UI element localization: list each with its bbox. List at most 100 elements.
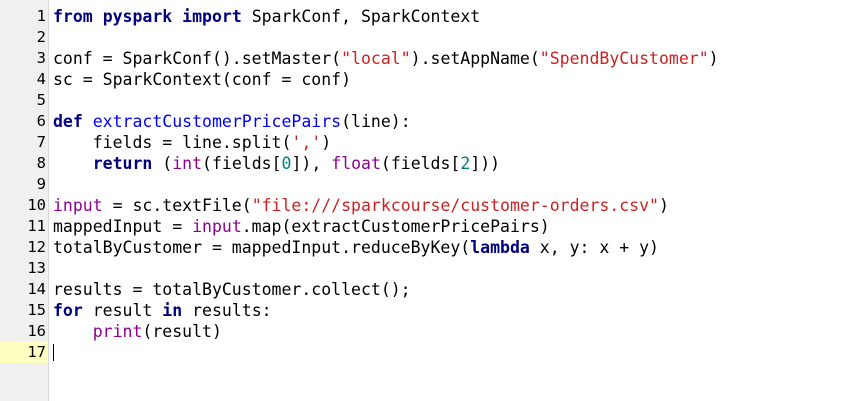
code-text[interactable]: fields = line.split(',')	[53, 132, 331, 153]
code-token	[83, 112, 93, 131]
code-token: result	[82, 301, 163, 320]
text-cursor	[53, 344, 54, 361]
code-token: x, y: x + y)	[529, 238, 659, 257]
code-text[interactable]: totalByCustomer = mappedInput.reduceByKe…	[53, 237, 659, 258]
code-token	[53, 322, 93, 341]
code-token: (	[152, 154, 173, 173]
code-text[interactable]: for result in results:	[53, 300, 272, 321]
code-line[interactable]: 13	[0, 258, 845, 279]
code-token: def	[53, 112, 83, 131]
code-line[interactable]: 4 sc = SparkContext(conf = conf)	[0, 69, 845, 90]
code-token: "file:///sparkcourse/customer-orders.csv…	[251, 196, 659, 215]
code-token: )	[658, 196, 669, 215]
code-line[interactable]: 10 input = sc.textFile("file:///sparkcour…	[0, 195, 845, 216]
code-token: ','	[291, 133, 322, 152]
code-token: from	[53, 7, 93, 26]
line-number: 14	[27, 280, 46, 298]
code-line[interactable]: 8 return (int(fields[0]), float(fields[2…	[0, 153, 845, 174]
code-token: for	[53, 301, 83, 320]
code-line[interactable]: 7 fields = line.split(',')	[0, 132, 845, 153]
code-text[interactable]: mappedInput = input.map(extractCustomerP…	[53, 216, 550, 237]
code-token: ]),	[291, 154, 332, 173]
line-number: 5	[36, 91, 46, 109]
code-line[interactable]: 17	[0, 342, 845, 363]
code-token: ).setAppName(	[410, 49, 540, 68]
code-token: results = totalByCustomer.collect();	[53, 280, 411, 299]
line-number: 15	[27, 301, 46, 319]
line-number: 2	[36, 28, 46, 46]
code-token: )	[321, 133, 332, 152]
line-number: 12	[27, 238, 46, 256]
code-token: print	[92, 322, 143, 341]
code-text[interactable]: sc = SparkContext(conf = conf)	[53, 69, 351, 90]
line-number: 11	[27, 217, 46, 235]
code-text[interactable]: def extractCustomerPricePairs(line):	[53, 111, 411, 132]
code-token	[172, 7, 182, 26]
code-lines[interactable]: 1 from pyspark import SparkConf, SparkCon…	[0, 6, 845, 363]
code-token: sc = SparkContext(conf = conf)	[53, 70, 352, 89]
code-line[interactable]: 1 from pyspark import SparkConf, SparkCon…	[0, 6, 845, 27]
code-line[interactable]: 6 def extractCustomerPricePairs(line):	[0, 111, 845, 132]
code-token: input	[53, 196, 103, 215]
code-line[interactable]: 9	[0, 174, 845, 195]
code-token: .map(extractCustomerPricePairs)	[241, 217, 550, 236]
line-number: 6	[36, 112, 46, 130]
line-number: 4	[36, 70, 46, 88]
code-token: int	[172, 154, 203, 173]
code-token: (fields[	[380, 154, 461, 173]
code-token	[93, 7, 103, 26]
code-token: totalByCustomer = mappedInput.reduceByKe…	[53, 238, 471, 257]
line-number: 13	[27, 259, 46, 277]
code-text[interactable]	[53, 342, 54, 363]
code-token: "local"	[341, 49, 411, 68]
line-number: 16	[27, 322, 46, 340]
code-text[interactable]: input = sc.textFile("file:///sparkcourse…	[53, 195, 669, 216]
code-line[interactable]: 11 mappedInput = input.map(extractCustome…	[0, 216, 845, 237]
code-token: (line):	[341, 112, 411, 131]
code-token: results:	[182, 301, 272, 320]
current-line-highlight	[0, 342, 48, 363]
line-number: 3	[36, 49, 46, 67]
code-text[interactable]: print(result)	[53, 321, 222, 342]
line-number-gutter	[0, 0, 49, 401]
code-token: extractCustomerPricePairs	[92, 112, 342, 131]
line-number: 10	[27, 196, 46, 214]
code-line[interactable]: 3 conf = SparkConf().setMaster("local").s…	[0, 48, 845, 69]
code-line[interactable]: 14 results = totalByCustomer.collect();	[0, 279, 845, 300]
code-token: in	[162, 301, 183, 320]
code-token: (fields[	[202, 154, 282, 173]
line-number: 9	[36, 175, 46, 193]
code-token: "SpendByCustomer"	[539, 49, 709, 68]
code-token: lambda	[470, 238, 530, 257]
code-text[interactable]: from pyspark import SparkConf, SparkCont…	[53, 6, 480, 27]
code-token: mappedInput =	[53, 217, 193, 236]
line-number: 7	[36, 133, 46, 151]
line-number: 17	[27, 343, 46, 361]
line-number: 1	[36, 7, 46, 25]
code-text[interactable]: return (int(fields[0]), float(fields[2])…	[53, 153, 500, 174]
code-token: 0	[281, 154, 292, 173]
code-token: 2	[460, 154, 471, 173]
code-token: fields = line.split(	[53, 133, 292, 152]
code-token: import	[182, 7, 242, 26]
code-token: return	[92, 154, 153, 173]
code-line[interactable]: 16 print(result)	[0, 321, 845, 342]
code-token: float	[331, 154, 381, 173]
code-token: conf = SparkConf().setMaster(	[53, 49, 342, 68]
code-token: pyspark	[102, 7, 173, 26]
code-line[interactable]: 5	[0, 90, 845, 111]
code-token	[53, 154, 93, 173]
code-line[interactable]: 12 totalByCustomer = mappedInput.reduceBy…	[0, 237, 845, 258]
code-token: ]))	[470, 154, 501, 173]
line-number: 8	[36, 154, 46, 172]
code-line[interactable]: 2	[0, 27, 845, 48]
code-token: SparkConf, SparkContext	[241, 7, 481, 26]
code-text[interactable]: results = totalByCustomer.collect();	[53, 279, 411, 300]
code-line[interactable]: 15 for result in results:	[0, 300, 845, 321]
code-token: input	[192, 217, 242, 236]
code-text[interactable]: conf = SparkConf().setMaster("local").se…	[53, 48, 719, 69]
code-token: = sc.textFile(	[102, 196, 252, 215]
code-token: )	[708, 49, 719, 68]
code-token: (result)	[142, 322, 222, 341]
